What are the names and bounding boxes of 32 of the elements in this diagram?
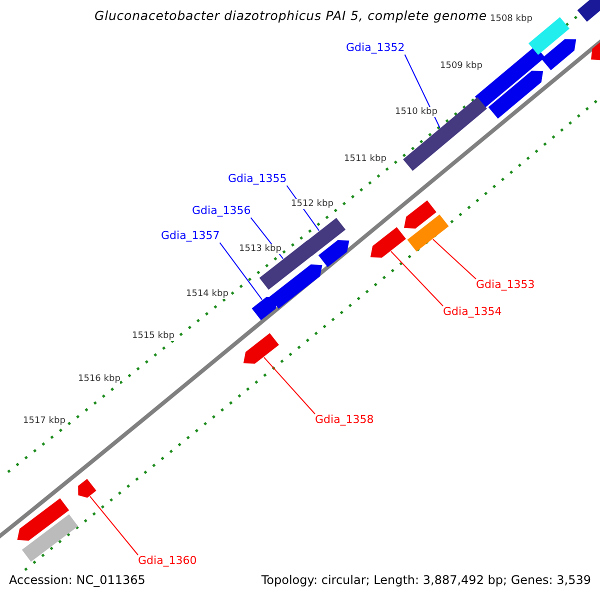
footer-text: Accession: NC_011365 [9,574,146,588]
leader-line [390,250,444,306]
leader-line [432,238,476,280]
footer-text: Topology: circular; Length: 3,887,492 bp; Genes: 3,539 [261,574,591,588]
gene-feature [407,214,449,252]
scale-label: 1510 kbp [395,107,438,118]
gene-label: Gdia_1356 [192,205,251,218]
gene-label: Gdia_1352 [346,42,405,55]
scale-label: 1511 kbp [344,154,386,164]
gene-label: Gdia_1353 [476,279,535,292]
gene-feature [78,478,96,498]
gene-feature [243,333,279,364]
leader-line [219,242,263,300]
scale-label: 1515 kbp [132,331,174,342]
gene-feature [370,227,406,258]
gene-label: Gdia_1358 [315,414,374,427]
scale-label: 1512 kbp [291,199,334,210]
gene-label: Gdia_1360 [138,555,197,568]
scale-label: 1516 kbp [78,374,120,384]
scale-label: 1508 kbp [490,14,532,24]
leader-line [404,54,440,128]
scale-label: 1517 kbp [23,416,66,426]
scale-label: 1513 kbp [239,244,282,254]
leader-line [89,496,138,556]
title: Gluconacetobacter diazotrophicus PAI 5, complete genome [94,9,487,24]
gene-feature [252,296,278,320]
scale-label: 1509 kbp [440,61,482,72]
gene-label: Gdia_1354 [443,306,502,319]
gene-label: Gdia_1357 [161,230,220,243]
scale-label: 1514 kbp [186,289,228,300]
gene-label: Gdia_1355 [228,173,287,186]
leader-line [263,356,316,414]
